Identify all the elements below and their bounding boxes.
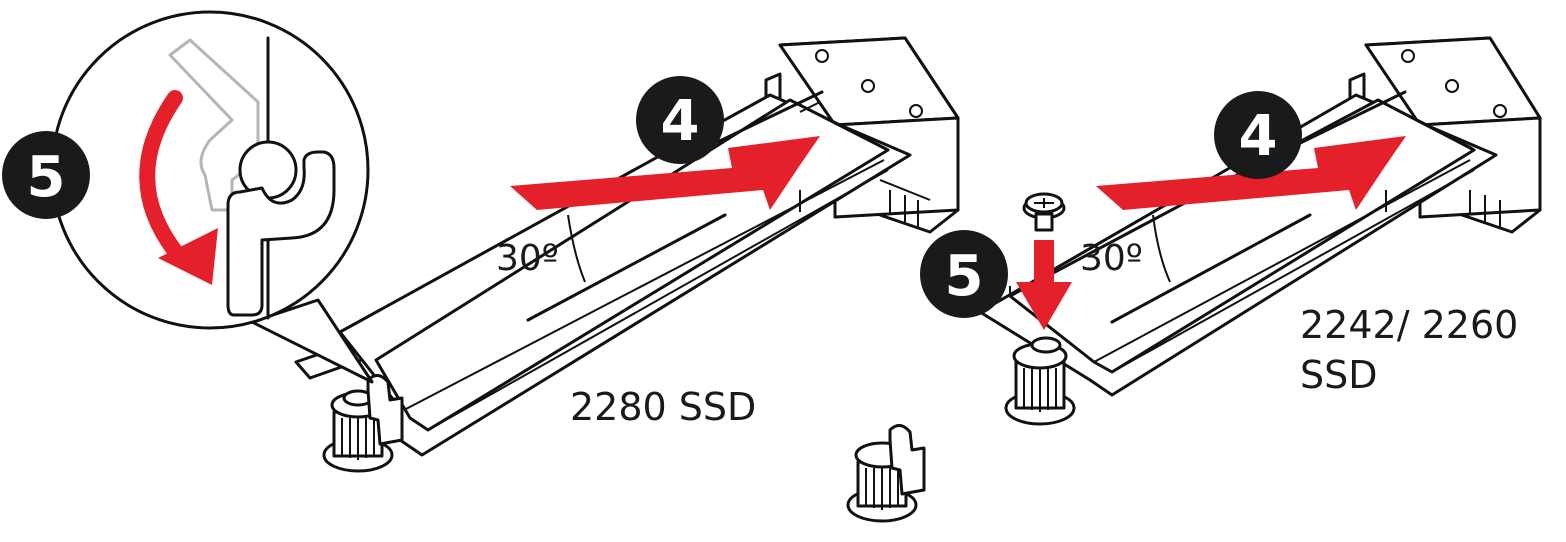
m2-connector-left bbox=[764, 36, 960, 234]
screw-down-arrow bbox=[1016, 240, 1072, 330]
step-badge-5-left: 5 bbox=[2, 131, 90, 219]
zoom-callout bbox=[50, 10, 374, 384]
latch-closed bbox=[226, 150, 336, 317]
angle-label-right: 30º bbox=[1080, 238, 1143, 279]
step-badge-4-left: 4 bbox=[636, 76, 724, 164]
insert-arrow-left bbox=[510, 136, 820, 210]
insert-arrow-right bbox=[1096, 136, 1406, 210]
svg-text:5: 5 bbox=[945, 244, 984, 309]
ssd-2242-2260-label-line1: 2242/ 2260 bbox=[1300, 303, 1518, 347]
slot-2242-2260: 30º 4 bbox=[920, 36, 1542, 426]
rotate-arrowhead bbox=[158, 228, 218, 285]
ssd-2242-2260-label-line2: SSD bbox=[1300, 353, 1378, 397]
m2-connector-right bbox=[1348, 36, 1542, 234]
slot-2280: 30º 4 bbox=[294, 36, 960, 473]
spare-standoff bbox=[846, 424, 926, 523]
svg-text:5: 5 bbox=[27, 145, 66, 210]
svg-text:4: 4 bbox=[1239, 104, 1278, 169]
angle-label-left: 30º bbox=[496, 238, 559, 279]
screw-icon bbox=[1022, 192, 1066, 232]
standoff-icon-right bbox=[1004, 336, 1076, 426]
svg-text:4: 4 bbox=[661, 89, 700, 154]
angle-arc-right bbox=[1152, 214, 1171, 283]
angle-arc-left bbox=[567, 214, 586, 283]
step-badge-4-right: 4 bbox=[1214, 91, 1302, 179]
rotate-arrow bbox=[139, 90, 186, 263]
step-badge-5-right: 5 bbox=[920, 230, 1008, 318]
ssd-2280-label: 2280 SSD bbox=[570, 385, 756, 429]
